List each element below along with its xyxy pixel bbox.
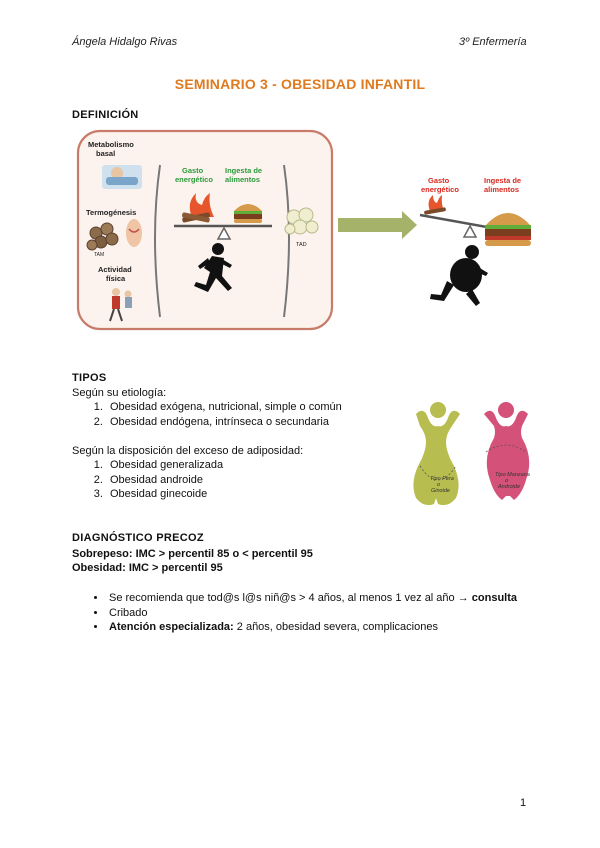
svg-text:energético: energético <box>421 185 459 194</box>
svg-text:TAD: TAD <box>296 242 307 248</box>
svg-text:Ginoide: Ginoide <box>431 488 450 494</box>
fire-icon <box>182 193 214 223</box>
label-tad: TAD <box>296 242 307 248</box>
label-metabolismo-2: basal <box>96 149 115 158</box>
bullet1-bold: consulta <box>471 592 518 604</box>
header-author: Ángela Hidalgo Rivas <box>72 36 178 48</box>
label-gasto-right-2: energético <box>421 185 459 194</box>
svg-text:TAM: TAM <box>94 252 104 258</box>
label-gasto-right-1: Gasto <box>428 176 450 185</box>
list-item: Se recomienda que tod@s l@s niñ@s > 4 añ… <box>107 591 577 606</box>
section-heading-tipos: TIPOS <box>72 372 107 384</box>
svg-text:Ingesta de: Ingesta de <box>484 176 521 185</box>
obese-runner-icon <box>430 245 488 306</box>
bullet3-bold: Atención especializada: <box>109 621 234 634</box>
svg-text:alimentos: alimentos <box>225 175 260 184</box>
disposicion-list: Obesidad generalizada Obesidad androide … <box>72 458 426 502</box>
arrow-icon <box>338 211 417 239</box>
svg-text:energético: energético <box>175 175 213 184</box>
section-heading-diagnostico: DIAGNÓSTICO PRECOZ <box>72 532 204 544</box>
brown-fat-cells-icon <box>86 222 119 251</box>
label-ingesta-1: Ingesta de <box>225 166 262 175</box>
label-tam: TAM <box>94 252 104 258</box>
big-burger-icon <box>485 213 531 246</box>
tilted-fulcrum <box>462 224 478 238</box>
svg-text:Termogénesis: Termogénesis <box>86 208 136 217</box>
label-ingesta-right-2: alimentos <box>484 185 519 194</box>
etiologia-list: Obesidad exógena, nutricional, simple o … <box>72 400 426 429</box>
apple-label-1: Tipo Manzana <box>495 472 530 478</box>
svg-text:basal: basal <box>96 149 115 158</box>
label-actividad-1: Actividad <box>98 265 132 274</box>
svg-text:Tipo Manzana: Tipo Manzana <box>495 472 530 478</box>
svg-text:Metabolismo: Metabolismo <box>88 140 134 149</box>
header-course: 3º Enfermería <box>459 36 527 48</box>
list-item: Obesidad ginecoide <box>106 487 426 502</box>
list-item: Obesidad generalizada <box>106 458 426 473</box>
etiologia-intro: Según su etiología: <box>72 387 167 399</box>
list-item: Cribado <box>107 606 577 621</box>
pear-label-3: Ginoide <box>431 488 450 494</box>
svg-text:o: o <box>505 478 508 484</box>
label-ingesta-2: alimentos <box>225 175 260 184</box>
energy-balance-diagram: Metabolismo basal Termogénesis TAM Activ… <box>76 129 531 331</box>
pear-label-1: Tipo Pera <box>430 476 454 482</box>
diagnostico-bullet-list: Se recomienda que tod@s l@s niñ@s > 4 añ… <box>72 591 577 635</box>
svg-text:o: o <box>437 482 440 488</box>
burger-icon <box>234 204 262 223</box>
svg-text:alimentos: alimentos <box>484 185 519 194</box>
page-number: 1 <box>520 797 527 809</box>
torso-icon <box>126 219 142 247</box>
bullet2-text: Cribado <box>109 606 148 619</box>
label-metabolismo-1: Metabolismo <box>88 140 134 149</box>
small-fire-icon <box>424 195 446 215</box>
svg-text:física: física <box>106 274 126 283</box>
svg-text:Tipo Pera: Tipo Pera <box>430 476 454 482</box>
svg-text:Ingesta de: Ingesta de <box>225 166 262 175</box>
walking-people-icon <box>109 288 132 322</box>
page-title: SEMINARIO 3 - OBESIDAD INFANTIL <box>174 76 426 92</box>
pear-shape-body-icon <box>413 402 460 506</box>
apple-label-2: o <box>505 478 508 484</box>
apple-label-3: Androide <box>497 484 520 490</box>
section-heading-definicion: DEFINICIÓN <box>72 109 139 121</box>
sobrepeso-criteria: Sobrepeso: IMC > percentil 85 o < percen… <box>72 548 313 560</box>
label-gasto-2: energético <box>175 175 213 184</box>
label-termogenesis: Termogénesis <box>86 208 136 217</box>
svg-text:Gasto: Gasto <box>182 166 204 175</box>
label-gasto-1: Gasto <box>182 166 204 175</box>
balance-fulcrum <box>216 226 232 240</box>
list-item: Atención especializada: 2 años, obesidad… <box>107 620 577 635</box>
body-shape-figure: Tipo Pera o Ginoide Tipo Manzana o Andro… <box>413 402 530 506</box>
runner-icon <box>194 243 232 292</box>
label-actividad-2: física <box>106 274 126 283</box>
bullet3-text: 2 años, obesidad severa, complicaciones <box>233 621 438 634</box>
list-item: Obesidad endógena, intrínseca o secundar… <box>106 415 426 430</box>
disposicion-intro: Según la disposición del exceso de adipo… <box>72 445 304 457</box>
label-ingesta-right-1: Ingesta de <box>484 176 521 185</box>
bullet1-text: Se recomienda que tod@s l@s niñ@s > 4 añ… <box>109 592 472 604</box>
right-bracket <box>283 164 290 318</box>
svg-text:Androide: Androide <box>497 484 520 490</box>
white-fat-cells-icon <box>284 207 319 235</box>
svg-text:Actividad: Actividad <box>98 265 132 274</box>
list-item: Obesidad androide <box>106 473 426 488</box>
list-item: Obesidad exógena, nutricional, simple o … <box>106 400 426 415</box>
sleeping-person-icon <box>102 165 142 189</box>
obesidad-criteria: Obesidad: IMC > percentil 95 <box>72 562 223 574</box>
left-bracket <box>154 164 161 318</box>
pear-label-2: o <box>437 482 440 488</box>
svg-text:Gasto: Gasto <box>428 176 450 185</box>
apple-shape-body-icon <box>484 402 530 500</box>
